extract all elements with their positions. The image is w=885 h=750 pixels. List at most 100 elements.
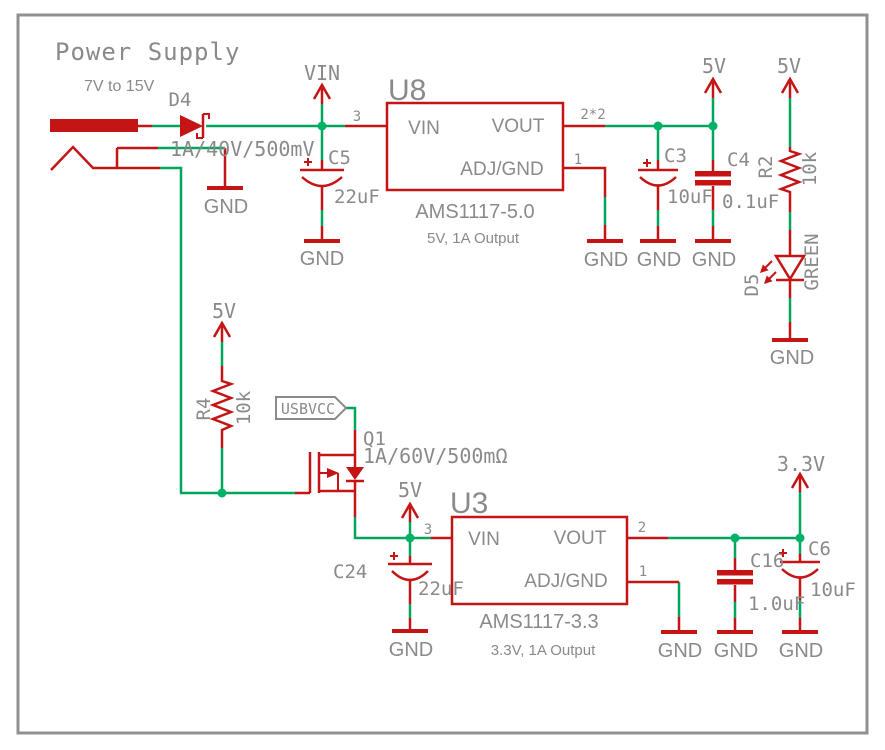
r2-value: 10k (799, 151, 821, 186)
v33-net-label: 3.3V (777, 452, 825, 476)
gnd-symbol-c4: GND (692, 239, 736, 271)
body-diode (346, 467, 364, 480)
c4-ref: C4 (727, 149, 750, 171)
plus-sign (304, 158, 312, 166)
r4-value: 10k (233, 390, 255, 425)
resistor-r2 (777, 147, 803, 212)
gnd-symbol-c3: GND (637, 239, 681, 271)
power-flag-5v-r4 (212, 320, 232, 342)
c4-value: 0.1uF (722, 191, 779, 213)
gnd-symbol-c16: GND (714, 630, 758, 662)
power-flag-3v3 (790, 471, 810, 492)
u3-pin-adj: ADJ/GND (524, 571, 607, 592)
power-flag-5v-u3 (400, 501, 420, 522)
gnd-symbol-d5: GND (770, 338, 814, 369)
substrate-arrow (327, 468, 339, 478)
d4-ref: D4 (169, 89, 192, 111)
gnd-label: GND (584, 249, 628, 271)
u8-ref: U8 (388, 74, 426, 107)
usbvcc-label: USBVCC (281, 400, 335, 418)
plus-sign (390, 552, 398, 560)
input-range-label: 7V to 15V (84, 78, 155, 95)
u3-ref: U3 (450, 487, 488, 520)
jack-pin (50, 119, 138, 132)
gnd-label: GND (300, 248, 344, 270)
gnd-label: GND (692, 249, 736, 271)
power-flag-5v-r2 (780, 76, 800, 98)
c3-value: 10uF (667, 186, 713, 208)
cap-c6 (779, 549, 820, 632)
r4-ref: R4 (193, 398, 215, 421)
c16-ref: C16 (750, 550, 784, 572)
c3-ref: C3 (664, 145, 687, 167)
junction-dots (217, 121, 805, 543)
u8-pin-vin: VIN (408, 118, 440, 139)
u3-pin-vout: VOUT (554, 528, 607, 549)
resistor-r4 (209, 366, 235, 448)
power-flag-5v-c4 (703, 76, 723, 98)
power-flag-vin (312, 82, 332, 104)
c6-value: 10uF (810, 579, 856, 601)
gnd-symbol-u3pin1: GND (658, 630, 702, 662)
gnd-label: GND (389, 639, 433, 661)
q1-ref: Q1 (363, 428, 386, 450)
cap-c4 (695, 160, 731, 241)
u8-pin-adj: ADJ/GND (460, 159, 543, 180)
plus-sign (779, 549, 787, 557)
gnd-symbol-c5: GND (300, 239, 344, 270)
v5-net-label-c4: 5V (702, 54, 726, 78)
schematic-border (16, 13, 869, 735)
mosfet-q1 (295, 430, 364, 517)
u8-description: 5V, 1A Output (427, 230, 520, 247)
gnd-symbol-c6: GND (779, 630, 823, 662)
u3-pin1-number: 1 (639, 564, 647, 580)
page-title: Power Supply (55, 38, 240, 66)
cap-c24 (388, 552, 432, 631)
u8-pin1-number: 1 (574, 152, 582, 168)
d5-value: GREEN (801, 233, 823, 290)
c5-ref: C5 (328, 147, 351, 169)
c6-ref: C6 (808, 538, 831, 560)
u8-pin2-number: 2*2 (580, 107, 605, 123)
u8-part-number: AMS1117-5.0 (415, 201, 534, 223)
u3-part-number: AMS1117-3.3 (479, 611, 598, 633)
r2-ref: R2 (755, 156, 777, 179)
c24-ref: C24 (333, 561, 367, 583)
u3-description: 3.3V, 1A Output (491, 642, 596, 659)
cap-c16 (717, 558, 753, 632)
cap-c3 (638, 159, 678, 241)
vin-net-label: VIN (304, 61, 340, 85)
diode-d4 (180, 113, 210, 139)
gnd-symbol-u8pin1: GND (584, 239, 628, 271)
u8-pin-vout: VOUT (492, 116, 545, 137)
jack-sleeve (50, 145, 160, 171)
v5-net-label-u3: 5V (398, 478, 422, 502)
u3-pin3-number: 3 (424, 522, 432, 538)
regulator-u3 (431, 515, 681, 632)
gnd-symbol-jack: GND (204, 148, 248, 218)
gnd-symbol-c24: GND (389, 629, 433, 661)
led-d5 (760, 230, 807, 340)
gnd-label: GND (204, 196, 248, 218)
q1-value: 1A/60V/500mΩ (363, 444, 508, 468)
c5-value: 22uF (334, 186, 380, 208)
u3-pin2-number: 2 (638, 520, 646, 536)
c24-value: 22uF (418, 578, 464, 600)
plus-sign (643, 159, 651, 167)
gnd-label: GND (770, 347, 814, 369)
v5-net-label-r4: 5V (212, 299, 236, 323)
d5-ref: D5 (741, 274, 763, 297)
v5-net-label-r2: 5V (777, 54, 801, 78)
gnd-label: GND (714, 640, 758, 662)
dc-jack-connector (50, 119, 160, 171)
gnd-label: GND (658, 640, 702, 662)
u8-pin3-number: 3 (353, 109, 361, 125)
gnd-label: GND (637, 249, 681, 271)
c16-value: 1.0uF (748, 593, 805, 615)
regulator-u8 (345, 101, 607, 241)
u3-pin-vin: VIN (468, 529, 500, 550)
usbvcc-net-flag (275, 396, 348, 420)
led-emission-arrows (760, 260, 777, 284)
u8-pin1-stub (563, 166, 607, 197)
d4-value: 1A/40V/500mV (170, 137, 315, 161)
